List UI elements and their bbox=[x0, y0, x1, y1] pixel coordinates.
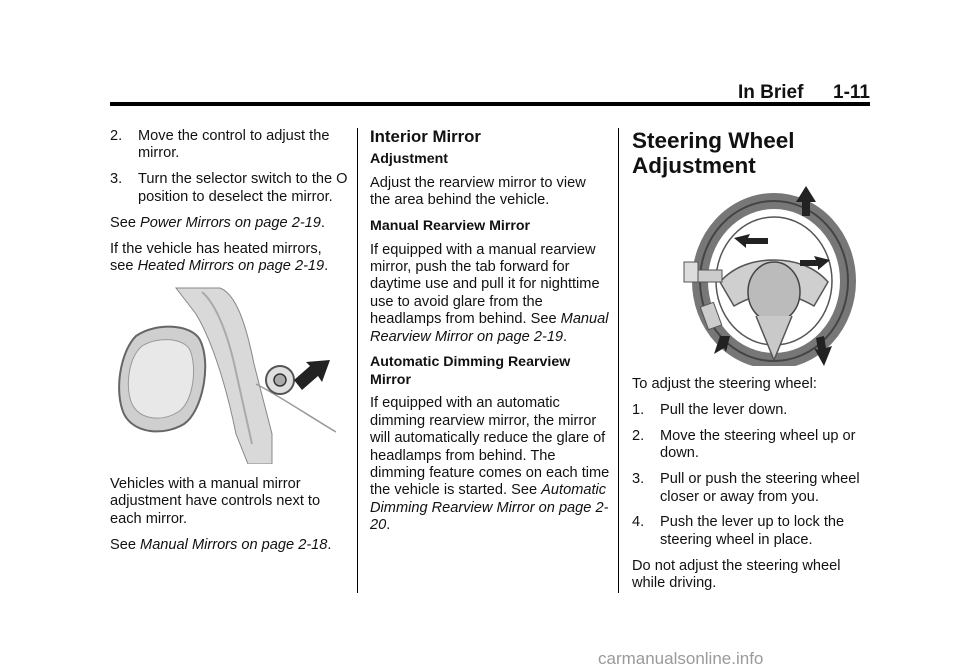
column-divider-1 bbox=[357, 128, 358, 593]
heated-suffix: . bbox=[324, 257, 329, 274]
manual-rearview-heading: Manual Rearview Mirror bbox=[370, 218, 531, 235]
cross-reference-link[interactable]: Manual Mirrors on page 2-18 bbox=[140, 536, 328, 553]
cross-reference-link[interactable]: Automatic Dimming Rearview Mirror on pag… bbox=[370, 482, 609, 534]
interior-mirror-heading: Interior Mirror bbox=[370, 127, 481, 146]
list-text: Pull the lever down. bbox=[660, 401, 788, 418]
adjustment-text: Adjust the rearview mirror to view the a… bbox=[370, 174, 586, 209]
side-mirror-illustration bbox=[116, 283, 336, 464]
list-number: 4. bbox=[632, 514, 645, 531]
adjustment-heading: Adjustment bbox=[370, 151, 449, 168]
ref-suffix: . bbox=[386, 517, 391, 534]
see-suffix: . bbox=[327, 536, 332, 553]
list-number: 3. bbox=[110, 171, 123, 188]
see-suffix: . bbox=[320, 214, 325, 231]
list-number: 2. bbox=[632, 427, 645, 444]
see-manual-mirrors: See Manual Mirrors on page 2-18. bbox=[110, 537, 348, 554]
steering-wheel-heading: Steering Wheel Adjustment bbox=[632, 128, 795, 178]
column-left: 2. Move the control to adjust the mirror.… bbox=[110, 128, 348, 562]
column-middle: Interior Mirror Adjustment Adjust the re… bbox=[370, 128, 610, 543]
list-number: 3. bbox=[632, 471, 645, 488]
auto-dimming-heading: Automatic Dimming Rearview Mirror bbox=[370, 354, 571, 388]
steering-warning: Do not adjust the steering wheel while d… bbox=[632, 557, 841, 592]
header-rule bbox=[110, 102, 870, 106]
list-text: Move the steering wheel up or down. bbox=[660, 427, 856, 462]
list-number: 2. bbox=[110, 128, 123, 144]
page-number: 1-11 bbox=[833, 82, 870, 103]
list-number: 1. bbox=[632, 401, 645, 418]
manual-rearview-body: If equipped with a manual rearview mirro… bbox=[370, 241, 600, 328]
see-prefix: See bbox=[110, 214, 141, 231]
steering-intro: To adjust the steering wheel: bbox=[632, 376, 817, 392]
list-item: 3. Turn the selector switch to the O posi… bbox=[110, 171, 348, 206]
steering-wheel-illustration bbox=[683, 186, 856, 366]
auto-dimming-text: If equipped with an automatic dimming re… bbox=[370, 395, 610, 534]
manual-rearview-text: If equipped with a manual rearview mirro… bbox=[370, 242, 610, 346]
page-header: In Brief 1-11 bbox=[730, 82, 870, 104]
heated-prefix: If the vehicle has heated mirrors, see bbox=[110, 240, 322, 274]
list-text: Move the control to adjust the mirror. bbox=[138, 128, 330, 162]
list-text: Pull or push the steering wheel closer o… bbox=[660, 471, 860, 505]
list-item: 2. Move the control to adjust the mirror. bbox=[110, 128, 348, 163]
heated-mirrors-paragraph: If the vehicle has heated mirrors, see H… bbox=[110, 241, 348, 276]
list-text: Turn the selector switch to the O positi… bbox=[138, 171, 348, 205]
column-right: Steering Wheel Adjustment To adjust the … bbox=[632, 128, 867, 601]
cross-reference-link[interactable]: Manual Rearview Mirror on page 2-19 bbox=[370, 311, 609, 345]
auto-dimming-body: If equipped with an automatic dimming re… bbox=[370, 395, 610, 499]
list-item: 1. Pull the lever down. bbox=[632, 402, 867, 419]
list-item: 2. Move the steering wheel up or down. bbox=[632, 428, 867, 463]
column-divider-2 bbox=[618, 128, 619, 593]
list-item: 4. Push the lever up to lock the steering… bbox=[632, 514, 867, 549]
cross-reference-link[interactable]: Heated Mirrors on page 2-19 bbox=[137, 257, 325, 274]
ref-suffix: . bbox=[563, 328, 568, 345]
watermark: carmanualsonline.info bbox=[598, 649, 764, 668]
manual-mirror-text: Vehicles with a manual mirror adjustment… bbox=[110, 475, 321, 527]
cross-reference-link[interactable]: Power Mirrors on page 2-19 bbox=[140, 214, 321, 231]
see-prefix: See bbox=[110, 536, 141, 553]
section-title: In Brief bbox=[738, 82, 804, 103]
list-text: Push the lever up to lock the steering w… bbox=[660, 514, 845, 548]
list-item: 3. Pull or push the steering wheel closer… bbox=[632, 471, 867, 506]
see-power-mirrors: See Power Mirrors on page 2-19. bbox=[110, 215, 348, 232]
